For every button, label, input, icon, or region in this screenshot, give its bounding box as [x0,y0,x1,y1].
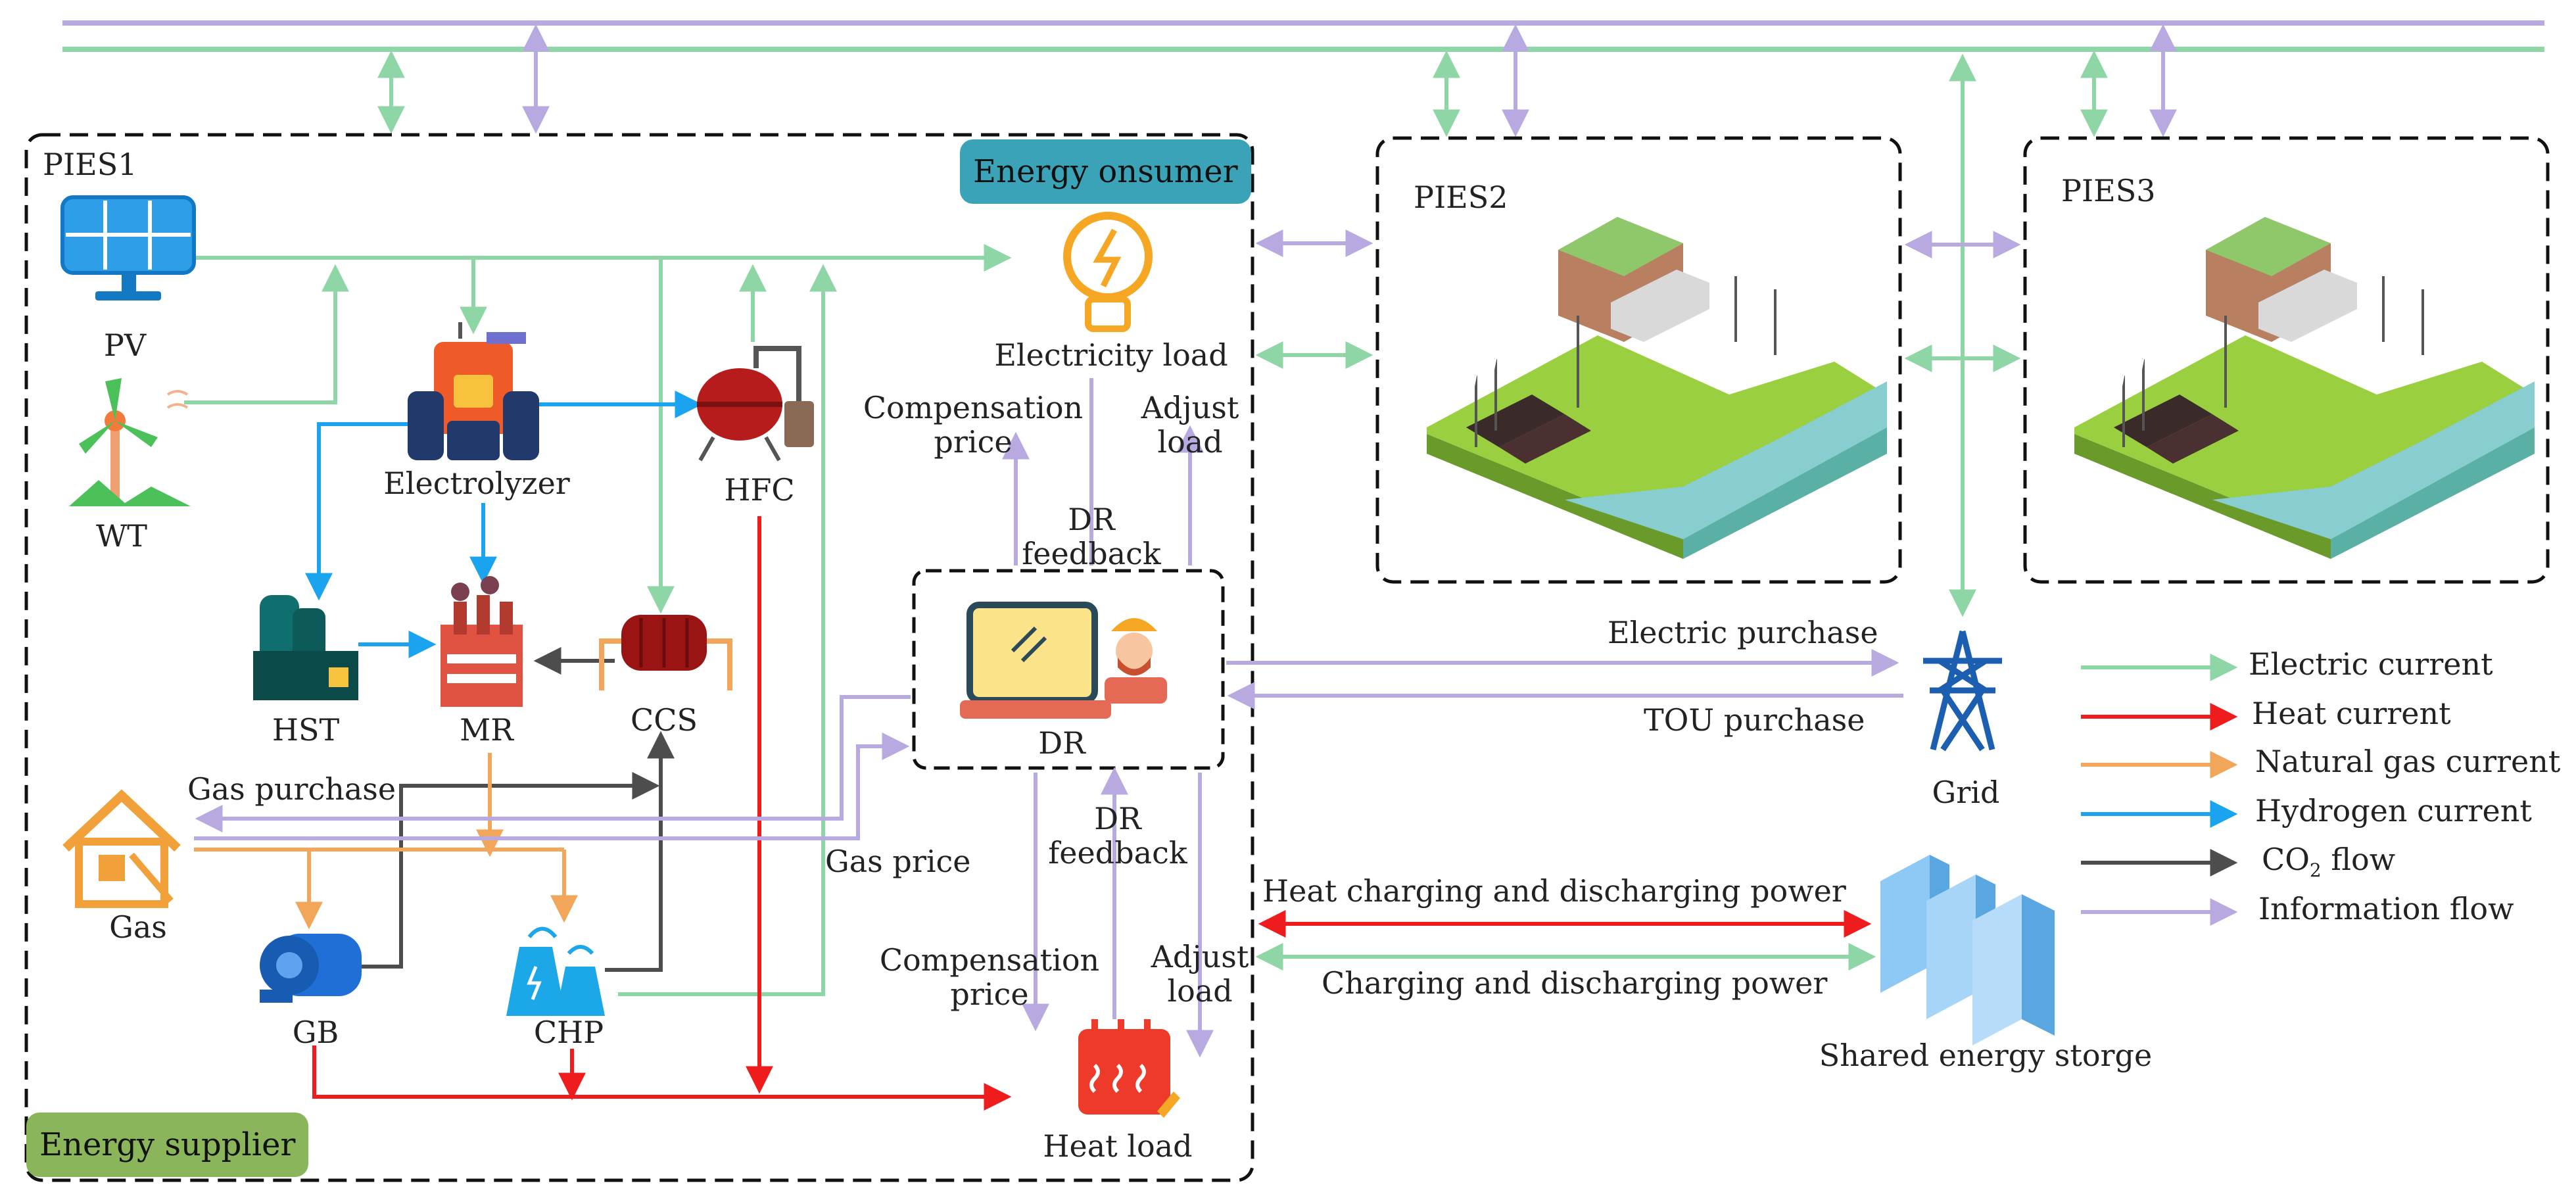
pies1-box [24,133,1254,1182]
adjust-load-bottom-label: Adjust load [1151,939,1249,1009]
shared-storage-label: Shared energy storge [1819,1038,2153,1073]
transmission-tower-icon [1923,630,2002,752]
pv-label: PV [103,327,147,363]
legend-arrows [2081,654,2238,926]
electricity-load-label: Electricity load [994,337,1228,373]
co2-flows [358,647,675,972]
hydrogen-fuel-cell-icon [697,346,814,462]
electric-purchase-label: Electric purchase [1608,615,1878,650]
hst-label: HST [272,712,340,748]
wt-label: WT [96,518,147,554]
hydrogen-storage-tank-icon [253,595,358,700]
light-bulb-icon [1063,212,1153,332]
electrolyzer-icon [408,322,539,460]
heat-load-icon [1078,1019,1180,1118]
energy-consumer-badge: Energy onsumer [960,139,1251,204]
grid-label: Grid [1932,775,2000,810]
solar-panel-icon [60,195,196,300]
legend-info-label: Information flow [2258,891,2514,926]
heat-flows [312,516,1872,1111]
legend-co2-label: CO2 flow [2262,842,2396,882]
gb-label: GB [292,1015,339,1050]
charging-label: Charging and discharging power [1322,965,1828,1001]
legend-electric-label: Electric current [2249,646,2493,682]
pies1-label: PIES1 [43,147,137,182]
laptop-icon [960,602,1111,719]
pies2-box [1375,136,1902,584]
dr-box [912,569,1225,770]
pies3-label: PIES3 [2061,173,2156,208]
energy-supplier-badge: Energy supplier [26,1113,309,1177]
gas-boiler-icon [260,934,362,1003]
worker-icon [1105,618,1167,704]
legend-gas-label: Natural gas current [2255,744,2561,779]
gas-purchase-label: Gas purchase [187,771,396,807]
electrolyzer-label: Electrolyzer [383,466,570,501]
tou-purchase-label: TOU purchase [1644,702,1865,738]
heat-load-label: Heat load [1043,1128,1193,1164]
pies3-illustration [2074,217,2535,559]
pies2-label: PIES2 [1414,180,1508,215]
legend-heat-label: Heat current [2252,696,2451,731]
dr-label: DR [1038,725,1085,761]
ccs-label: CCS [631,702,698,738]
hfc-label: HFC [724,472,795,508]
compensation-price-top-label: Compensation price [863,390,1084,460]
adjust-load-top-label: Adjust load [1141,390,1239,460]
gas-price-label: Gas price [825,844,971,879]
pies2-illustration [1427,217,1887,559]
heat-charging-label: Heat charging and discharging power [1262,873,1846,909]
gas-flows [194,753,578,930]
methane-reactor-icon [441,576,523,707]
carbon-capture-storage-icon [599,615,732,690]
top-buses [62,20,2544,617]
hydrogen-flows [305,391,703,658]
pies3-box [2023,136,2550,584]
legend-hydrogen-label: Hydrogen current [2255,793,2532,828]
shared-storage-icon [1880,855,2055,1045]
chp-plant-icon [506,926,605,1016]
info-flows [194,229,2021,1058]
wind-turbine-icon [69,378,191,506]
dr-feedback-bottom-label: DR feedback [1048,801,1187,871]
compensation-price-bottom-label: Compensation price [879,942,1100,1012]
region-boxes [24,133,2550,1182]
dr-feedback-top-label: DR feedback [1022,502,1161,571]
chp-label: CHP [533,1015,604,1050]
mr-label: MR [460,712,513,748]
gas-well-icon [62,789,181,908]
gas-label: Gas [109,909,167,945]
electric-flows [184,244,2021,996]
